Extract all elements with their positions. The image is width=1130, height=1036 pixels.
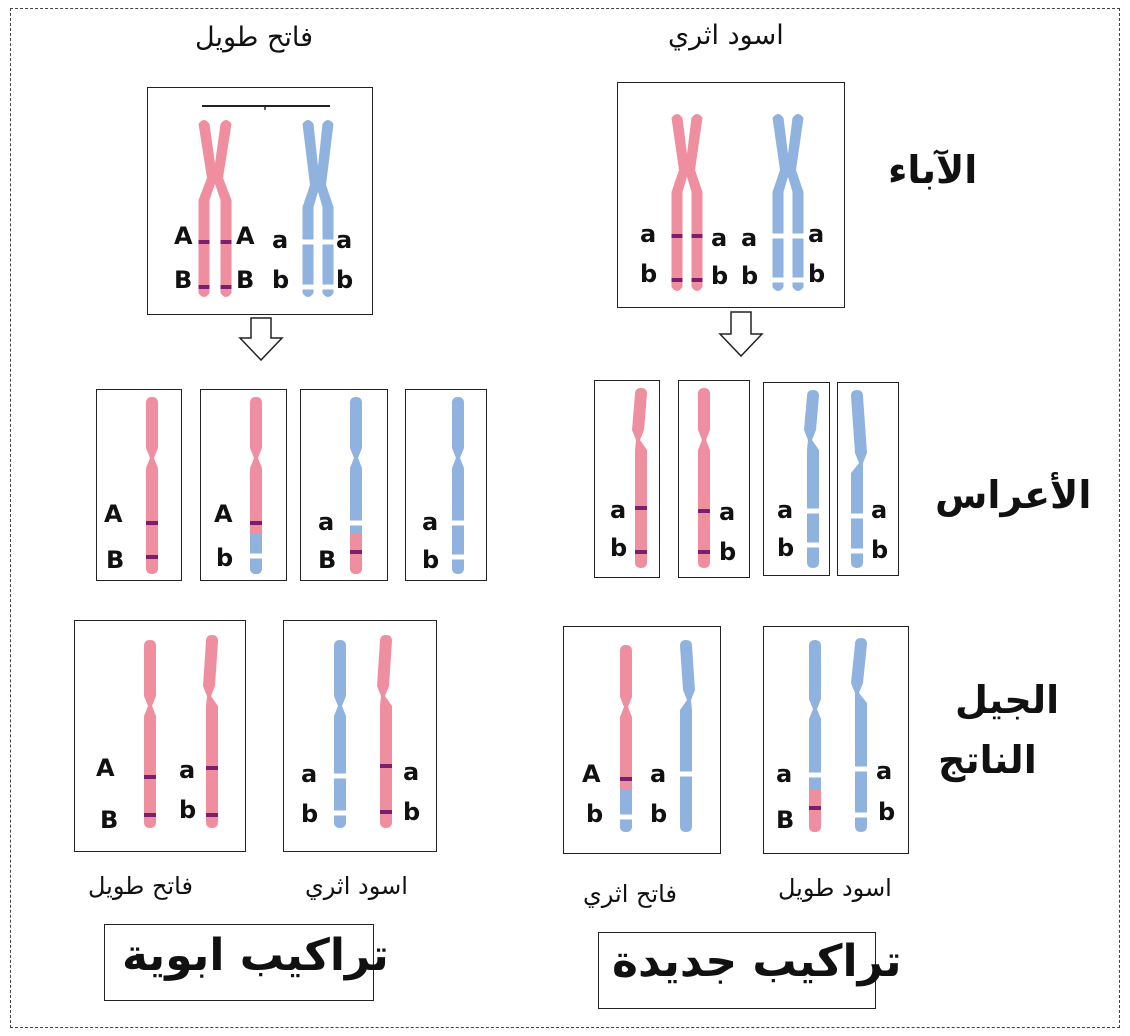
- left-parent-title: فاتح طويل: [195, 22, 314, 53]
- offspring-box-Ab-ab: [563, 626, 721, 854]
- caption-recombinant-light-vestigial: فاتح اثري: [583, 880, 677, 908]
- offspring-box-aB-ab: [763, 626, 909, 854]
- gamete-box-ab-4: [837, 382, 899, 576]
- allele-label-recessive-b: b: [216, 544, 234, 572]
- gamete-box-ab-left: [405, 389, 487, 581]
- allele-label-recessive-b: b: [422, 546, 440, 574]
- allele-label-recessive-a: a: [719, 498, 736, 526]
- new-combinations-label: تراكيب جديدة: [612, 936, 902, 987]
- caption-recombinant-black-long: اسود طويل: [778, 874, 892, 902]
- new-combinations-box: [598, 932, 876, 1009]
- caption-parental-light-long: فاتح طويل: [88, 872, 193, 900]
- allele-label-recessive-a: a: [876, 757, 893, 785]
- allele-label-recessive-b: b: [741, 262, 759, 290]
- allele-label-recessive-a: a: [640, 220, 657, 248]
- right-parent-box: [617, 82, 845, 308]
- allele-label-recessive-b: b: [878, 798, 896, 826]
- allele-label-dominant-a: A: [174, 222, 193, 250]
- row-label-gametes: الأعراس: [935, 473, 1092, 517]
- allele-label-recessive-b: b: [179, 796, 197, 824]
- allele-label-dominant-b: B: [318, 546, 337, 574]
- allele-label-recessive-a: a: [336, 226, 353, 254]
- left-parent-box: [147, 87, 373, 315]
- parental-combinations-box: [104, 924, 374, 1001]
- allele-label-recessive-a: a: [403, 758, 420, 786]
- allele-label-recessive-b: b: [301, 800, 319, 828]
- gamete-box-AB: [96, 389, 182, 581]
- down-arrow-right-icon: [718, 311, 764, 358]
- allele-label-dominant-b: B: [236, 266, 255, 294]
- allele-label-recessive-a: a: [179, 756, 196, 784]
- allele-label-recessive-a: a: [711, 224, 728, 252]
- allele-label-recessive-a: a: [741, 224, 758, 252]
- caption-parental-black-vestigial: اسود اثري: [305, 872, 408, 900]
- allele-label-recessive-a: a: [650, 760, 667, 788]
- allele-label-recessive-b: b: [586, 800, 604, 828]
- allele-label-recessive-b: b: [403, 798, 421, 826]
- allele-label-recessive-b: b: [650, 800, 668, 828]
- allele-label-dominant-a: A: [236, 222, 255, 250]
- allele-label-recessive-b: b: [808, 260, 826, 288]
- allele-label-recessive-a: a: [301, 760, 318, 788]
- allele-label-dominant-a: A: [104, 500, 123, 528]
- gamete-box-ab-2: [678, 380, 750, 578]
- chromosome-bracket-line: [202, 105, 330, 110]
- allele-label-recessive-b: b: [719, 538, 737, 566]
- allele-label-dominant-a: A: [582, 760, 601, 788]
- allele-label-recessive-a: a: [422, 508, 439, 536]
- allele-label-recessive-a: a: [776, 760, 793, 788]
- dashed-frame: [10, 8, 1120, 1028]
- allele-label-recessive-a: a: [871, 496, 888, 524]
- allele-label-recessive-b: b: [711, 262, 729, 290]
- allele-label-dominant-b: B: [776, 806, 795, 834]
- allele-label-recessive-b: b: [871, 536, 889, 564]
- down-arrow-left-icon: [238, 317, 284, 362]
- row-label-offspring-2: الناتج: [938, 738, 1037, 782]
- allele-label-recessive-a: a: [808, 220, 825, 248]
- allele-label-recessive-b: b: [272, 266, 290, 294]
- gamete-box-Ab: [200, 389, 287, 581]
- allele-label-recessive-a: a: [272, 226, 289, 254]
- allele-label-dominant-b: B: [106, 546, 125, 574]
- allele-label-dominant-b: B: [174, 266, 193, 294]
- gamete-box-ab-1: [594, 380, 660, 578]
- row-label-offspring-1: الجيل: [955, 678, 1060, 722]
- allele-label-recessive-a: a: [318, 508, 335, 536]
- right-parent-title: اسود اثري: [668, 20, 784, 51]
- allele-label-recessive-b: b: [777, 534, 795, 562]
- allele-label-recessive-b: b: [640, 260, 658, 288]
- row-label-parents: الآباء: [888, 148, 978, 192]
- offspring-box-ab-ab: [283, 620, 437, 852]
- allele-label-recessive-a: a: [610, 496, 627, 524]
- gamete-box-aB: [300, 389, 388, 581]
- allele-label-recessive-b: b: [336, 266, 354, 294]
- allele-label-recessive-b: b: [610, 534, 628, 562]
- parental-combinations-label: تراكيب ابوية: [122, 930, 389, 981]
- allele-label-recessive-a: a: [777, 496, 794, 524]
- allele-label-dominant-a: A: [214, 500, 233, 528]
- allele-label-dominant-a: A: [96, 754, 115, 782]
- allele-label-dominant-b: B: [100, 806, 119, 834]
